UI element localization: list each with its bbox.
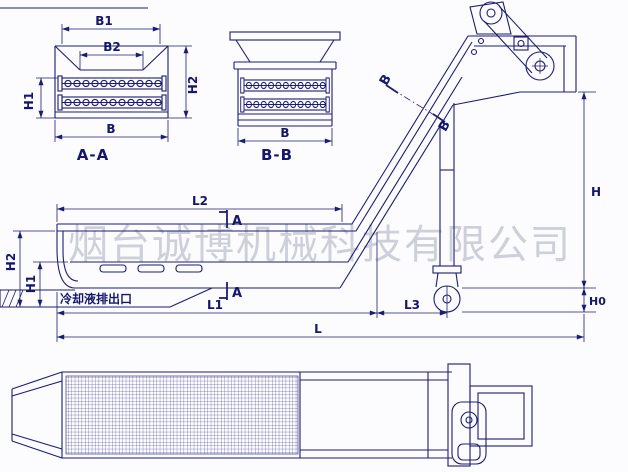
motor-bracket — [469, 1, 512, 35]
dim-label-h1: H1 — [22, 92, 36, 110]
coolant-outlet-label: 冷却液排出口 — [60, 291, 132, 306]
dim-label-h1-side: H1 — [24, 275, 38, 293]
dim-label-l3: L3 — [404, 298, 420, 312]
side-view-drawing — [0, 1, 577, 313]
dim-label-h2: H2 — [186, 76, 200, 94]
section-bb-drawing — [229, 31, 341, 127]
cut-label-a-top: A — [232, 214, 242, 229]
section-aa-dimensions — [36, 24, 192, 142]
dim-label-h: H — [591, 185, 601, 199]
belt-links-row — [240, 77, 330, 94]
dim-label-h0: H0 — [589, 295, 606, 308]
plan-view-drawing — [11, 363, 533, 467]
conveyor-top-edge — [57, 35, 469, 225]
section-bb-dimensions — [237, 128, 333, 146]
section-aa-title: A-A — [77, 146, 109, 164]
section-cut-marks — [219, 84, 446, 300]
coolant-drain-outlet — [0, 287, 213, 308]
dim-label-b: B — [106, 122, 115, 136]
dim-label-l: L — [314, 322, 322, 336]
belt-tensioner — [513, 36, 529, 51]
section-aa-drawing — [54, 45, 169, 119]
head-drive-housing — [452, 1, 577, 106]
cut-label-b-top: B — [377, 72, 395, 88]
support-leg — [432, 103, 462, 313]
belt-links-row — [57, 75, 167, 92]
belt-links-row — [57, 94, 167, 111]
dim-label-b1: B1 — [95, 14, 113, 28]
section-bb-title: B-B — [261, 146, 293, 164]
tail-end — [56, 224, 76, 289]
belt-mesh — [65, 375, 299, 455]
dim-label-b2: B2 — [103, 40, 121, 54]
cut-label-a-bottom: A — [232, 286, 242, 301]
dim-label-l2: L2 — [192, 194, 208, 208]
watermark-text: 烟台诚博机械科技有限公司 — [68, 222, 572, 268]
dim-label-h2-side: H2 — [4, 253, 18, 271]
belt-line — [70, 76, 463, 263]
dim-label-b: B — [280, 126, 289, 140]
plan-drive-assembly — [447, 363, 533, 467]
cut-label-b-bottom: B — [436, 118, 454, 134]
dim-label-l1: L1 — [207, 298, 223, 312]
plan-tail-end — [11, 371, 63, 459]
drive-belt — [483, 20, 533, 74]
belt-links-row — [240, 96, 330, 113]
motor-pulley — [479, 1, 503, 25]
side-view-dimensions — [13, 91, 596, 342]
drive-motor — [451, 401, 487, 465]
